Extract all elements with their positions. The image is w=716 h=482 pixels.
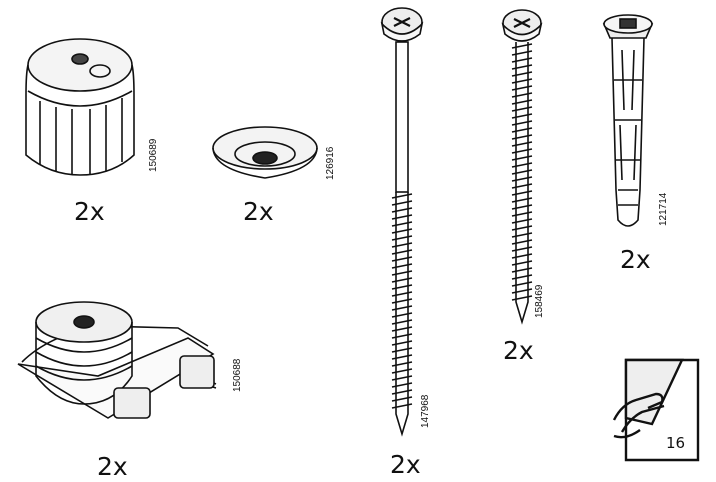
part-code-washer: 126916 (325, 146, 336, 180)
washer-illustration (210, 122, 320, 184)
quantity-wall-plug: 2x (620, 245, 651, 274)
quantity-washer: 2x (243, 197, 274, 226)
quantity-long-screw: 2x (390, 450, 421, 479)
long-screw-illustration (372, 4, 432, 440)
page-turn-hand-icon (612, 358, 700, 462)
wall-plug-icon (602, 14, 654, 227)
part-code-wall-plug: 121714 (658, 192, 669, 226)
adjustable-foot-icon (17, 301, 217, 419)
short-screw-illustration (492, 6, 552, 326)
washer-icon (212, 126, 318, 179)
long-screw-icon (380, 7, 424, 437)
quantity-short-screw: 2x (503, 336, 534, 365)
page-number: 16 (666, 434, 686, 452)
knob-cap-illustration (20, 25, 150, 185)
part-code-long-screw: 147968 (420, 394, 431, 428)
quantity-knob-cap: 2x (74, 197, 105, 226)
adjustable-foot-illustration (17, 296, 228, 431)
short-screw-icon (501, 9, 543, 325)
page-turn-box (612, 354, 704, 466)
part-code-knob-cap: 150689 (148, 138, 159, 172)
part-code-short-screw: 158469 (534, 284, 545, 318)
knob-cap-icon (25, 38, 135, 176)
part-code-adjustable-foot: 150688 (232, 358, 243, 392)
quantity-adjustable-foot: 2x (97, 452, 128, 481)
wall-plug-illustration (600, 10, 656, 236)
